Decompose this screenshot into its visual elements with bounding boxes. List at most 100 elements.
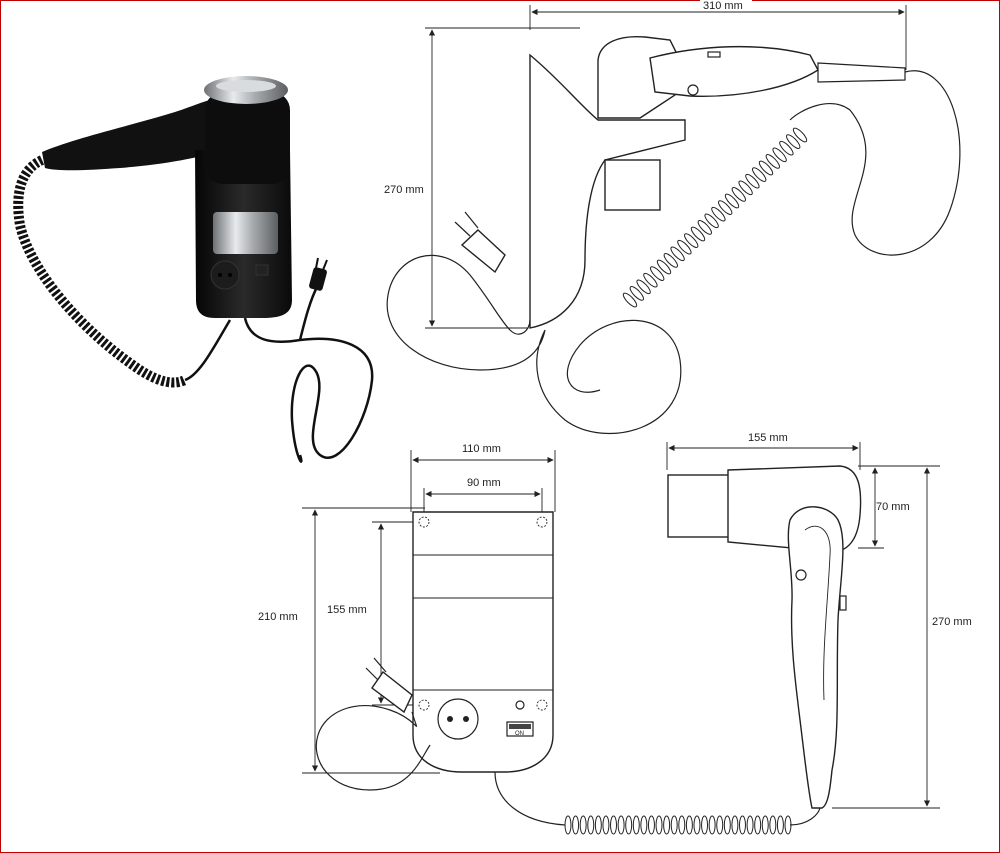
coil-loop xyxy=(690,226,706,242)
dim-155-base-label: 155 mm xyxy=(327,604,367,616)
coil-loop xyxy=(587,815,595,835)
coil-loop xyxy=(572,815,580,835)
coil-loop xyxy=(564,815,572,835)
coil-loop xyxy=(647,815,655,835)
coil-loop xyxy=(754,815,762,835)
front-coiled-cord xyxy=(564,815,792,835)
coil-loop xyxy=(636,279,651,295)
coil-loop xyxy=(602,815,610,835)
coil-loop xyxy=(678,815,686,835)
coil-loop xyxy=(701,815,709,835)
screw-hole-bottom-left xyxy=(418,699,430,711)
dim-155-dryer-label: 155 mm xyxy=(748,432,788,444)
front-socket-pin-left xyxy=(447,716,453,722)
coil-loop xyxy=(655,815,663,835)
coil-loop xyxy=(758,160,774,176)
dim-90-label: 90 mm xyxy=(467,477,501,489)
side-plug-pin-b xyxy=(464,211,479,229)
coil-loop xyxy=(650,266,665,281)
dryer-slider xyxy=(839,595,847,611)
coil-loop xyxy=(745,173,760,189)
screw-hole-bottom-right xyxy=(536,699,548,711)
dim-70-label: 70 mm xyxy=(876,501,910,513)
dim-270-side-label: 270 mm xyxy=(384,184,424,196)
shaver-socket xyxy=(210,260,240,290)
power-switch-rocker xyxy=(509,724,531,729)
coil-loop xyxy=(731,187,746,202)
dim-310-label: 310 mm xyxy=(703,0,743,12)
coil-loop xyxy=(579,815,587,835)
front-plug-pin-b xyxy=(373,657,387,673)
coil-loop xyxy=(670,815,678,835)
coil-loop xyxy=(632,815,640,835)
photo-switch xyxy=(255,264,269,276)
chrome-band xyxy=(213,212,278,254)
coil-loop xyxy=(738,815,746,835)
coil-loop xyxy=(792,127,808,143)
coil-loop xyxy=(772,147,787,163)
coil-loop xyxy=(693,815,701,835)
coil-loop xyxy=(663,253,678,268)
nozzle-grille xyxy=(216,80,276,92)
coil-loop xyxy=(776,815,784,835)
front-plug xyxy=(371,670,413,714)
power-plug xyxy=(309,267,327,291)
coil-loop xyxy=(769,815,777,835)
coil-loop xyxy=(617,815,625,835)
side-plug-pin-a xyxy=(454,221,471,237)
indicator-light xyxy=(515,700,525,710)
coil-loop xyxy=(663,815,671,835)
side-dryer-handle xyxy=(649,45,819,97)
coil-loop xyxy=(723,815,731,835)
coil-loop xyxy=(629,286,644,301)
coil-loop xyxy=(724,193,740,209)
coil-loop xyxy=(746,815,754,835)
plug-cable xyxy=(298,284,320,341)
product-photo xyxy=(13,76,374,463)
coil-loop xyxy=(684,233,699,248)
dryer-main-handle xyxy=(787,506,844,809)
coil-loop xyxy=(765,154,780,169)
coil-loop xyxy=(711,206,726,222)
coil-loop xyxy=(685,815,693,835)
coil-loop xyxy=(704,213,719,229)
coil-loop xyxy=(786,134,801,149)
coil-loop xyxy=(670,246,685,262)
coil-loop xyxy=(622,292,638,308)
coil-loop xyxy=(738,180,753,196)
coil-loop xyxy=(610,815,618,835)
dim-110-label: 110 mm xyxy=(462,443,501,455)
side-view-drawing: 310 mm 270 mm xyxy=(384,0,961,434)
dryer-button xyxy=(795,569,807,581)
coil-loop xyxy=(708,815,716,835)
dryer-nozzle xyxy=(667,474,731,538)
screw-hole-top-right xyxy=(536,516,548,528)
dryer-front-drawing: 155 mm 270 mm 70 mm xyxy=(666,432,972,809)
side-plug xyxy=(460,229,506,274)
coil-loop xyxy=(761,815,769,835)
coil-loop xyxy=(640,815,648,835)
dim-310-bg xyxy=(700,0,752,10)
plug-pin-b xyxy=(322,259,328,271)
front-shaver-socket xyxy=(437,698,479,740)
front-plug-pin-a xyxy=(365,667,379,681)
socket-pin-right xyxy=(228,273,232,277)
coil-loop xyxy=(718,200,733,215)
side-power-cable xyxy=(386,254,682,434)
front-socket-pin-right xyxy=(463,716,469,722)
coil-loop xyxy=(731,815,739,835)
side-coiled-cord xyxy=(622,127,808,308)
coiled-cord xyxy=(13,155,188,388)
coil-loop xyxy=(779,140,794,156)
front-wall-plate xyxy=(412,511,554,773)
side-mount-block xyxy=(604,159,661,211)
switch-on-label: ON xyxy=(515,731,524,737)
screw-hole-top-left xyxy=(418,516,430,528)
dryer-handle-contour xyxy=(804,525,831,701)
side-handle-tail xyxy=(817,62,906,83)
cord-lead xyxy=(184,319,232,382)
front-view-drawing: 110 mm 90 mm 210 mm 155 mm ON xyxy=(258,443,821,835)
coil-loop xyxy=(752,167,767,182)
power-switch xyxy=(506,721,534,737)
